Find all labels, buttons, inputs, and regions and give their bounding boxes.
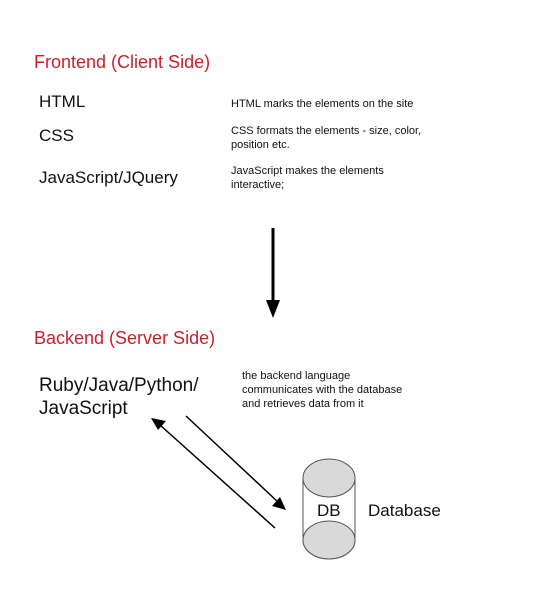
term-javascript-jquery: JavaScript/JQuery (39, 168, 178, 187)
db-cylinder-label: DB (317, 501, 341, 520)
backend-description-line: and retrieves data from it (242, 398, 364, 410)
term-css: CSS (39, 126, 74, 145)
desc-javascript: JavaScript makes the elements interactiv… (231, 164, 384, 192)
backend-heading: Backend (Server Side) (34, 328, 216, 348)
db-to-backend-arrow (151, 418, 276, 529)
backend-description-line: the backend language (242, 370, 351, 382)
desc-html: HTML marks the elements on the site (231, 97, 413, 111)
desc-css: CSS formats the elements - size, color, … (231, 124, 421, 152)
database-cylinder (302, 458, 356, 560)
desc-javascript-line: interactive; (231, 179, 285, 191)
frontend-to-backend-arrow (266, 228, 280, 318)
desc-html-line: HTML marks the elements on the site (231, 98, 414, 110)
backend-languages: Ruby/Java/Python/ JavaScript (39, 374, 198, 420)
backend-to-db-arrow (185, 415, 286, 510)
backend-description-line: communicates with the database (242, 384, 403, 396)
desc-javascript-line: JavaScript makes the elements (231, 165, 384, 177)
desc-css-line: position etc. (231, 139, 290, 151)
backend-description: the backend language communicates with t… (242, 369, 402, 411)
database-label: Database (368, 501, 441, 520)
backend-languages-line: JavaScript (39, 398, 128, 419)
frontend-heading: Frontend (Client Side) (34, 52, 211, 72)
term-html: HTML (39, 92, 86, 111)
desc-css-line: CSS formats the elements - size, color, (231, 125, 422, 137)
backend-languages-line: Ruby/Java/Python/ (39, 375, 199, 396)
